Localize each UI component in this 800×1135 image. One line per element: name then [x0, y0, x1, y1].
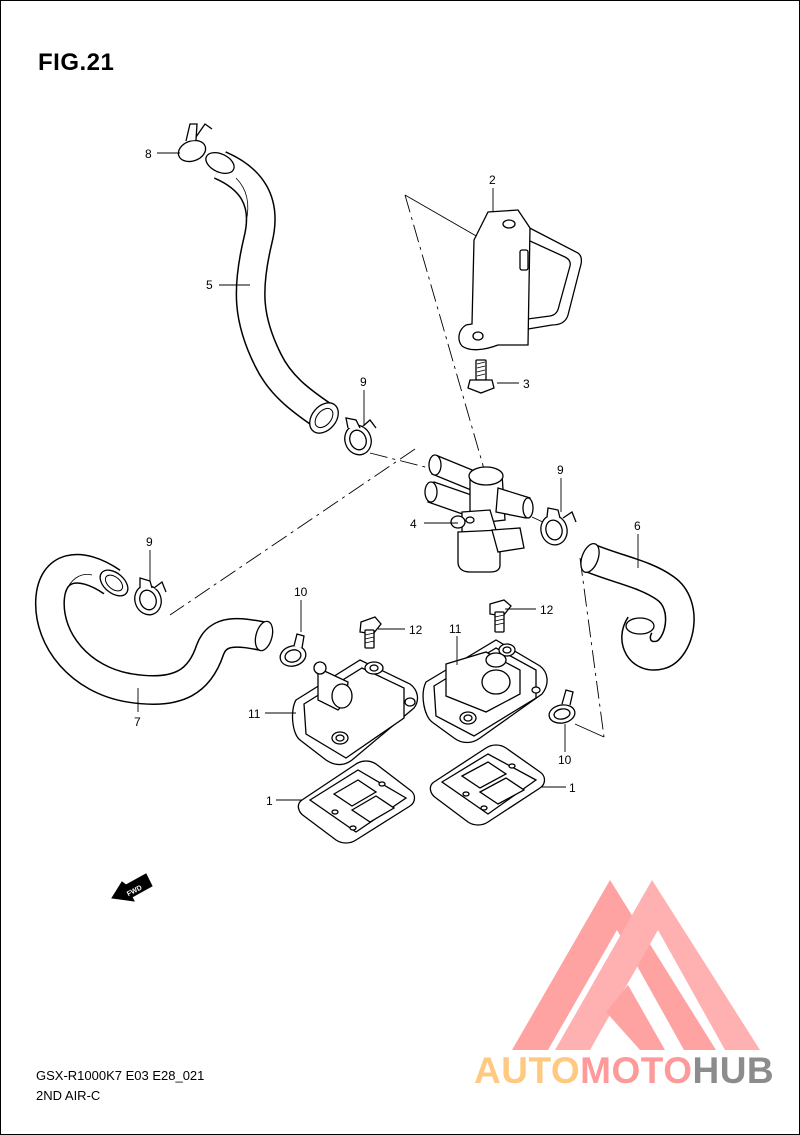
fwd-arrow-icon: FWD [111, 873, 153, 902]
leader-lines [137, 152, 639, 801]
callout-7: 7 [134, 715, 141, 729]
callout-10-right: 10 [558, 753, 572, 767]
hose-part-5 [205, 151, 339, 434]
clamp-part-9-upper [344, 417, 377, 456]
cover-part-11-right [422, 639, 548, 744]
assembly-centerlines [169, 194, 605, 738]
callout-11-left: 11 [248, 707, 261, 721]
callout-1-right: 1 [569, 781, 576, 795]
assembly-solid-lines [404, 194, 605, 738]
gasket-part-1-right [429, 744, 546, 826]
watermark-text: AUTOMOTOHUB [474, 1050, 774, 1092]
callout-9-upper: 9 [360, 375, 367, 389]
hose-part-6 [580, 542, 695, 671]
watermark-word-3: HUB [692, 1050, 775, 1091]
callout-9-left: 9 [146, 535, 153, 549]
gasket-part-1-left [297, 760, 416, 844]
cover-part-11-left [291, 659, 419, 766]
hose-part-7 [34, 553, 274, 706]
section-name: 2ND AIR-C [36, 1088, 101, 1103]
callout-8: 8 [145, 147, 152, 161]
clamp-part-10-right [548, 689, 576, 724]
clamp-part-8 [177, 123, 213, 163]
callout-5: 5 [206, 278, 213, 292]
callout-6: 6 [634, 519, 641, 533]
callout-numbers: 8 5 2 3 9 4 9 6 9 7 10 12 12 11 11 10 1 … [134, 147, 641, 808]
callout-3: 3 [523, 377, 530, 391]
clamp-part-9-left [134, 577, 167, 616]
clamp-part-9-right [540, 507, 577, 546]
model-code: GSX-R1000K7 E03 E28_021 [36, 1068, 205, 1083]
callout-1-left: 1 [266, 794, 273, 808]
callout-10-left: 10 [294, 585, 308, 599]
clamp-part-10-left [279, 633, 307, 667]
bolt-part-12-left [359, 616, 382, 649]
watermark-word-1: AUTO [474, 1050, 581, 1091]
callout-11-right: 11 [449, 622, 462, 636]
bolt-part-12-right [489, 599, 512, 633]
callout-4: 4 [410, 517, 417, 531]
valve-part-4 [424, 454, 534, 573]
callout-12-left: 12 [409, 623, 423, 637]
callout-2: 2 [489, 173, 496, 187]
callout-12-right: 12 [540, 603, 554, 617]
watermark-logo [512, 880, 760, 1050]
bolt-part-3 [467, 359, 495, 394]
callout-9-right: 9 [557, 463, 564, 477]
bracket-part-2 [458, 209, 582, 351]
watermark-word-2: MOTO [580, 1050, 693, 1091]
figure-title: FIG.21 [38, 49, 115, 76]
